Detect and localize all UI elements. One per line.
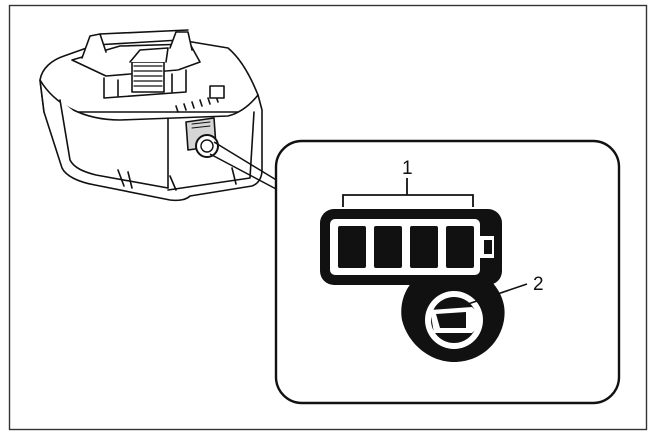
callout-1-bracket: [342, 178, 474, 207]
level-lamp-1: [338, 226, 366, 268]
callout-connector: [209, 141, 279, 191]
battery-pack-icon: [39, 29, 263, 202]
check-button-battery-icon[interactable]: [430, 307, 478, 333]
level-lamp-2: [374, 226, 402, 268]
level-lamp-4: [446, 226, 474, 268]
callout-1-number: 1: [402, 158, 413, 179]
callout-2-leader: [467, 283, 528, 305]
battery-level-indicator-lamps: [338, 226, 474, 268]
level-lamp-3: [410, 226, 438, 268]
callout-2-number: 2: [533, 274, 544, 295]
